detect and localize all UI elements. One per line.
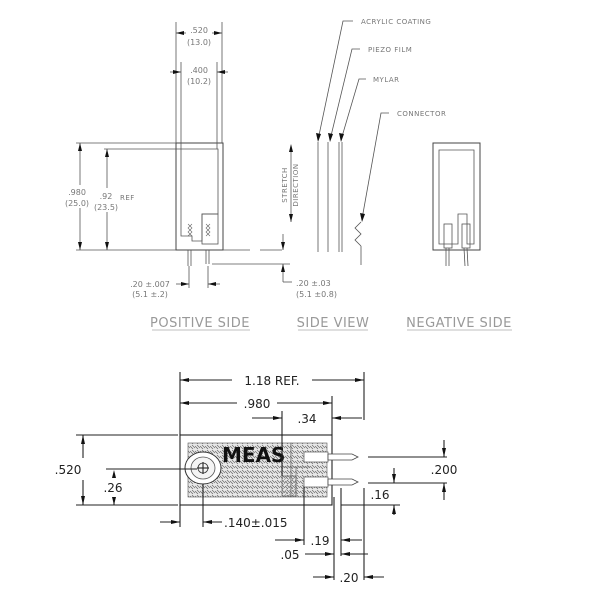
dim-pin-length-mm: (5.1 ±0.8) <box>296 290 337 299</box>
dim-19: .19 <box>310 534 329 548</box>
dim-92-ref: REF <box>120 194 135 202</box>
stretch-label-2: DIRECTION <box>292 163 300 206</box>
dim-pin-height: .16 <box>370 488 389 502</box>
dim-92-mm: (23.5) <box>94 203 118 212</box>
dim-92: .92 <box>100 192 113 201</box>
positive-side-title: POSITIVE SIDE <box>150 316 250 331</box>
dim-520-mm: (13.0) <box>187 38 211 47</box>
positive-side-view: .520 (13.0) .400 (10.2) .980 (25.0) .92 … <box>65 22 290 331</box>
brand-meas: MEAS <box>222 443 285 467</box>
bottom-view: MEAS 1.18 REF. .980 .34 <box>55 372 458 585</box>
dim-980-mm: (25.0) <box>65 199 89 208</box>
dim-980: .980 <box>68 188 86 197</box>
label-piezo-film: PIEZO FILM <box>368 46 412 54</box>
negative-side-view: NEGATIVE SIDE <box>406 142 512 331</box>
dim-400: .400 <box>190 66 208 75</box>
label-connector: CONNECTOR <box>397 110 446 118</box>
dim-520: .520 <box>190 26 208 35</box>
dim-overall-length: 1.18 REF. <box>244 374 299 388</box>
dim-body-length: .980 <box>244 397 271 411</box>
dim-connector-length: .34 <box>297 412 316 426</box>
dim-05: .05 <box>280 548 299 562</box>
label-acrylic-coating: ACRYLIC COATING <box>361 18 431 26</box>
dim-pin-length: .20 ±.03 <box>296 279 331 288</box>
dim-400-mm: (10.2) <box>187 77 211 86</box>
dim-height: .520 <box>55 463 82 477</box>
dim-hole-offset: .140±.015 <box>224 516 288 530</box>
side-view: STRETCH DIRECTION ACRYLIC COATING PIEZO … <box>281 18 446 331</box>
dim-20: .20 <box>339 571 358 585</box>
stretch-label-1: STRETCH <box>281 167 289 203</box>
negative-side-title: NEGATIVE SIDE <box>406 316 512 331</box>
label-mylar: MYLAR <box>373 76 400 84</box>
dim-pin-spacing-mm: (5.1 ±.2) <box>132 290 168 299</box>
dim-pin-spacing: .20 ±.007 <box>130 280 170 289</box>
dim-hole-center: .26 <box>103 481 122 495</box>
dim-pin-pitch: .200 <box>431 463 458 477</box>
side-view-title: SIDE VIEW <box>297 316 370 331</box>
